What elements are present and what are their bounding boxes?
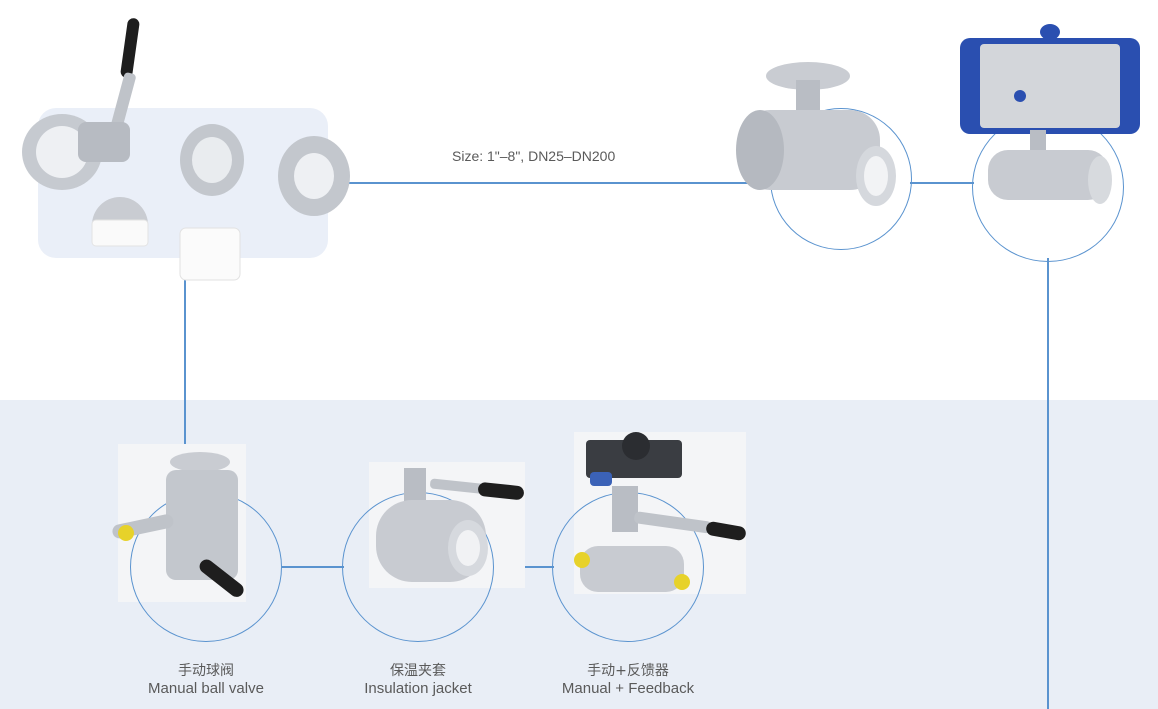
product-label-insulation-jacket: 保温夹套 Insulation jacket: [332, 662, 504, 698]
product-label-zh: 手动+反馈器: [587, 663, 669, 679]
connector-line: [184, 258, 186, 450]
connector-line: [1047, 258, 1049, 709]
connector-line: [282, 566, 344, 568]
product-label-en: Insulation jacket: [364, 680, 472, 697]
valve-parts-image: [22, 18, 350, 281]
product-label-zh: 手动球阀: [178, 663, 234, 679]
product-label-en: Manual + Feedback: [561, 680, 695, 697]
product-label-manual-ball-valve: 手动球阀 Manual ball valve: [120, 662, 292, 698]
product-label-en: Manual ball valve: [148, 680, 264, 697]
connector-line: [328, 182, 770, 184]
connector-line: [910, 182, 974, 184]
size-range-text: Size: 1"–8", DN25–DN200: [452, 148, 616, 164]
product-label-manual-feedback: 手动+反馈器 Manual + Feedback: [532, 662, 724, 698]
product-label-zh: 保温夹套: [390, 663, 446, 679]
